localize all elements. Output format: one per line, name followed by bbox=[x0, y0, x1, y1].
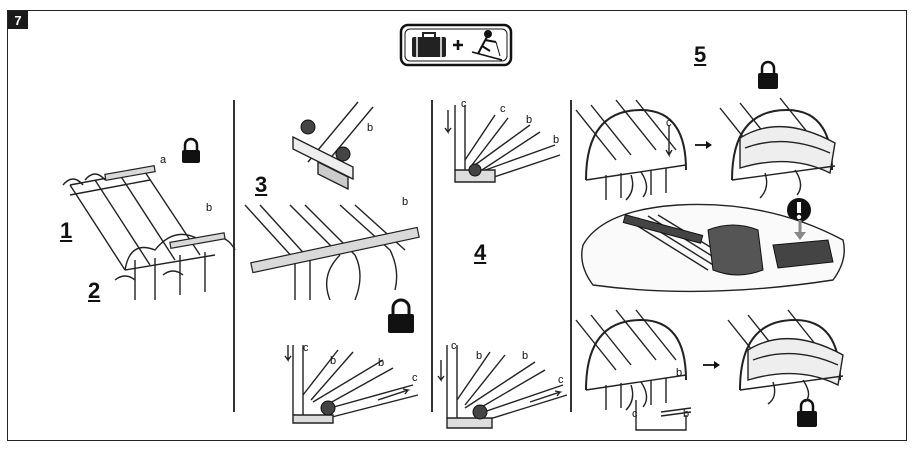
callout-b-step3-bot1: b bbox=[330, 355, 337, 367]
callout-c-step4-bot1: c bbox=[451, 340, 457, 352]
plus-icon bbox=[453, 40, 463, 50]
rack-illustration-step3-mid bbox=[244, 204, 420, 301]
clamp-illustration-step3-top bbox=[292, 101, 374, 191]
callout-b-step1: b bbox=[206, 202, 213, 214]
callout-c-step4-top1: c bbox=[461, 98, 467, 110]
callout-c-step3-bot: c bbox=[303, 342, 309, 354]
arrow-right-icon bbox=[695, 141, 712, 149]
callout-b-step3-bot2: b bbox=[378, 357, 385, 369]
divider-3 bbox=[570, 100, 572, 412]
callout-c-step3-bot2: c bbox=[412, 372, 418, 384]
callout-b-step4-bot1: b bbox=[476, 350, 483, 362]
callout-c-step5-bot: c bbox=[632, 408, 638, 420]
rack-illustration-step5-a bbox=[575, 99, 687, 201]
suitcase-icon bbox=[412, 32, 446, 57]
rack-illustration-step1 bbox=[62, 165, 236, 300]
callout-b-step5-bot: b bbox=[676, 367, 683, 379]
skier-icon bbox=[471, 30, 503, 61]
figure-frame bbox=[7, 10, 907, 441]
callout-b-step3-top: b bbox=[367, 122, 374, 134]
callout-a: a bbox=[160, 154, 167, 166]
figure-number: 7 bbox=[8, 11, 28, 29]
callout-c-step4-top2: c bbox=[500, 103, 506, 115]
rack-illustration-step5-b bbox=[575, 309, 692, 431]
suitcase-plus-skier-icon bbox=[399, 23, 513, 67]
step-2-label: 2 bbox=[88, 278, 101, 303]
clamp-illustration-step4-top bbox=[444, 105, 561, 183]
rack-with-bag-step5-a bbox=[719, 97, 836, 199]
padlock-icon bbox=[758, 60, 778, 89]
callout-b-step4-top1: b bbox=[526, 114, 533, 126]
clamp-illustration-step4-bot bbox=[437, 345, 568, 429]
padlock-icon bbox=[182, 137, 200, 163]
step-1-label: 1 bbox=[60, 218, 73, 243]
exclamation-icon bbox=[787, 198, 811, 222]
step-4-label: 4 bbox=[474, 240, 487, 265]
rack-with-bag-step5-b bbox=[727, 309, 844, 405]
callout-c-step4-bot2: c bbox=[558, 374, 564, 386]
car-with-luggage-step5 bbox=[581, 203, 845, 293]
callout-b-step5-bot2: b bbox=[683, 408, 690, 420]
divider-2 bbox=[431, 100, 433, 412]
clamp-illustration-step3-bot bbox=[284, 345, 419, 424]
arrow-right-icon bbox=[703, 361, 720, 369]
padlock-icon bbox=[388, 298, 414, 333]
step-5-label: 5 bbox=[694, 42, 707, 67]
callout-b-step4-bot2: b bbox=[522, 350, 529, 362]
step-3-label: 3 bbox=[255, 172, 268, 197]
callout-b-step3-mid: b bbox=[402, 196, 409, 208]
callout-b-step4-top2: b bbox=[553, 134, 560, 146]
callout-c-step5-top: c bbox=[666, 117, 672, 129]
divider-1 bbox=[233, 100, 235, 412]
